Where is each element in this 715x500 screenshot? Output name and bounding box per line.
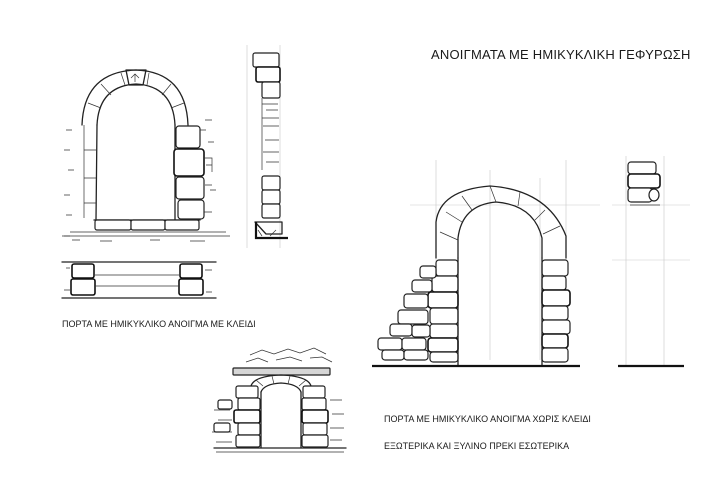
caption-keystone-door: ΠΟΡΤΑ ΜΕ ΗΜΙΚΥΚΛΙΚΟ ΑΝΟΙΓΜΑ ΜΕ ΚΛΕΙΔΙ xyxy=(62,319,256,329)
caption-no-key-door-line1: ΠΟΡΤΑ ΜΕ ΗΜΙΚΥΚΛΙΚΟ ΑΝΟΙΓΜΑ ΧΩΡΙΣ ΚΛΕΙΔΙ xyxy=(384,414,591,424)
keystone-door-section xyxy=(246,45,288,248)
no-key-door-section xyxy=(612,156,690,368)
keystone-door-plan xyxy=(61,261,217,299)
keystone-door-elevation xyxy=(62,69,230,242)
lintel-door-interior-elevation xyxy=(212,347,347,453)
sheet-title: ΑΝΟΙΓΜΑΤΑ ΜΕ ΗΜΙΚΥΚΛΙΚΗ ΓΕΦΥΡΩΣΗ xyxy=(431,47,691,62)
no-key-door-elevation xyxy=(372,160,600,368)
timber-lintel xyxy=(232,367,331,376)
caption-no-key-door-line2: ΕΞΩΤΕΡΙΚΑ ΚΑΙ ΞΥΛΙΝΟ ΠΡΕΚΙ ΕΣΩΤΕΡΙΚΑ xyxy=(384,441,570,451)
